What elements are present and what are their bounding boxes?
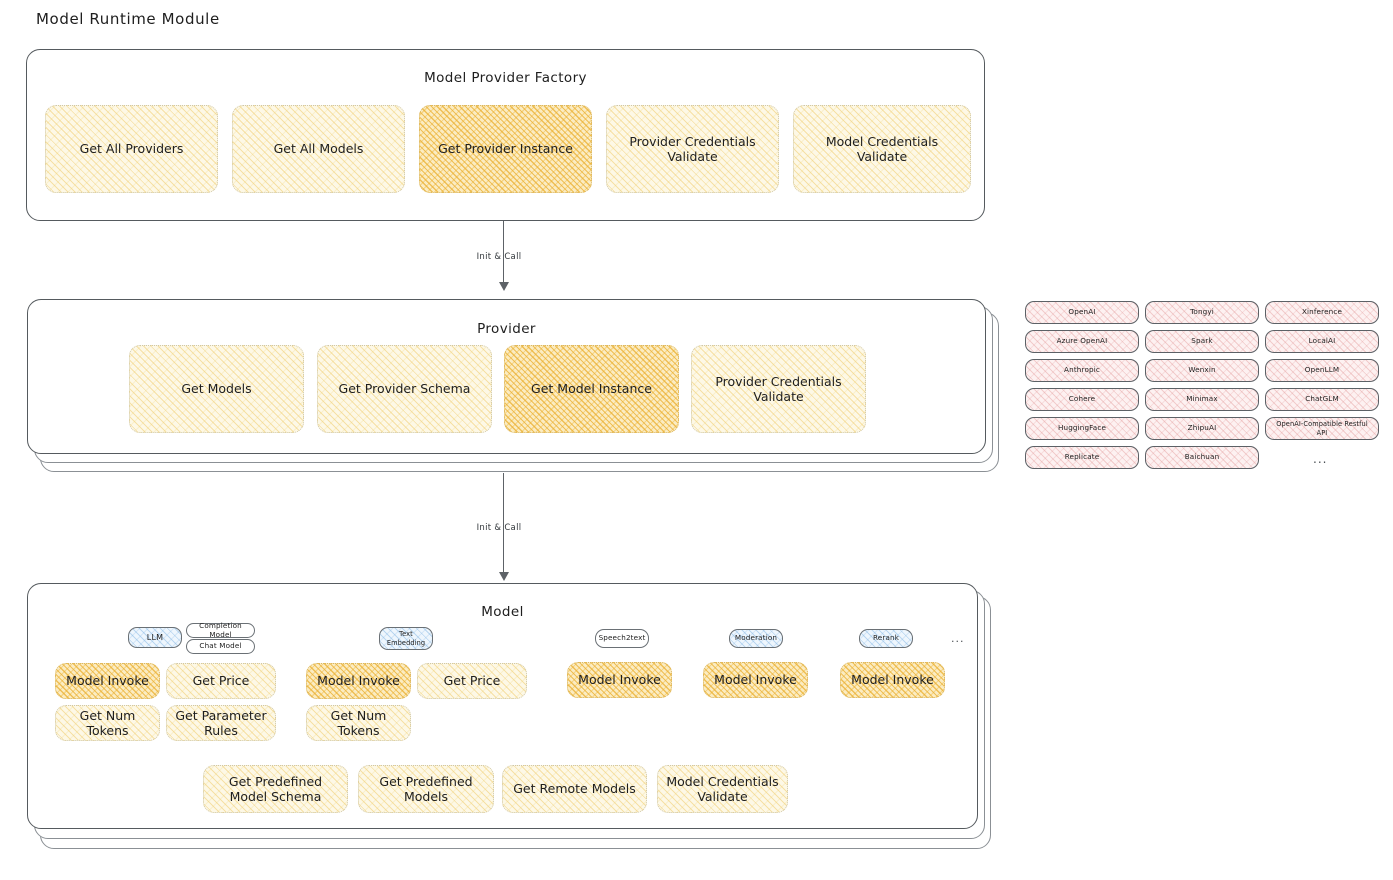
arrow-provider-to-model-head — [499, 572, 509, 581]
provider-title: Provider — [477, 321, 536, 337]
model-type-badge-text-embedding[interactable]: Text Embedding — [379, 627, 433, 650]
arrow-factory-to-provider-line — [503, 221, 505, 284]
model-method-embedding-model-invoke[interactable]: Model Invoke — [306, 663, 411, 699]
model-method-rerank-model-invoke[interactable]: Model Invoke — [840, 662, 945, 698]
provider-box-get-provider-schema[interactable]: Get Provider Schema — [317, 345, 492, 433]
provider-chip-zhipuai[interactable]: ZhipuAI — [1145, 417, 1259, 440]
provider-chip-xinference[interactable]: Xinference — [1265, 301, 1379, 324]
model-shared-model-credentials-validate[interactable]: Model Credentials Validate — [657, 765, 788, 813]
provider-chip-wenxin[interactable]: Wenxin — [1145, 359, 1259, 382]
provider-chip-cohere[interactable]: Cohere — [1025, 388, 1139, 411]
model-method-embedding-get-num-tokens[interactable]: Get Num Tokens — [306, 705, 411, 741]
factory-box-get-all-providers[interactable]: Get All Providers — [45, 105, 218, 193]
model-provider-factory-title: Model Provider Factory — [424, 70, 587, 86]
provider-box-provider-credentials-validate[interactable]: Provider Credentials Validate — [691, 345, 866, 433]
model-method-speech2text-model-invoke[interactable]: Model Invoke — [567, 662, 672, 698]
model-shared-get-predefined-models[interactable]: Get Predefined Models — [358, 765, 494, 813]
model-method-llm-get-num-tokens[interactable]: Get Num Tokens — [55, 705, 160, 741]
arrow-provider-to-model-label: Init & Call — [476, 523, 522, 533]
model-sub-badge-chat-model[interactable]: Chat Model — [186, 639, 255, 654]
model-type-badge-moderation[interactable]: Moderation — [729, 629, 783, 648]
factory-box-get-all-models[interactable]: Get All Models — [232, 105, 405, 193]
provider-chip-openai[interactable]: OpenAI — [1025, 301, 1139, 324]
model-types-more-dots: ... — [951, 632, 965, 645]
provider-chip-openllm[interactable]: OpenLLM — [1265, 359, 1379, 382]
arrow-provider-to-model-line — [503, 473, 505, 578]
factory-box-model-credentials-validate[interactable]: Model Credentials Validate — [793, 105, 971, 193]
provider-chip-spark[interactable]: Spark — [1145, 330, 1259, 353]
arrow-factory-to-provider-head — [499, 282, 509, 291]
provider-chip-azure-openai[interactable]: Azure OpenAI — [1025, 330, 1139, 353]
provider-chip-huggingface[interactable]: HuggingFace — [1025, 417, 1139, 440]
model-sub-badge-completion-model[interactable]: Completion Model — [186, 621, 255, 638]
model-method-llm-model-invoke[interactable]: Model Invoke — [55, 663, 160, 699]
provider-chip-replicate[interactable]: Replicate — [1025, 446, 1139, 469]
model-title: Model — [481, 604, 524, 620]
provider-chip-tongyi[interactable]: Tongyi — [1145, 301, 1259, 324]
model-shared-get-remote-models[interactable]: Get Remote Models — [502, 765, 647, 813]
provider-chip-minimax[interactable]: Minimax — [1145, 388, 1259, 411]
model-shared-get-predefined-model-schema[interactable]: Get Predefined Model Schema — [203, 765, 348, 813]
model-type-badge-speech2text[interactable]: Speech2text — [595, 629, 649, 648]
model-method-llm-get-parameter-rules[interactable]: Get Parameter Rules — [166, 705, 276, 741]
factory-box-provider-credentials-validate[interactable]: Provider Credentials Validate — [606, 105, 779, 193]
arrow-factory-to-provider-label: Init & Call — [476, 252, 522, 262]
provider-chip-anthropic[interactable]: Anthropic — [1025, 359, 1139, 382]
model-method-embedding-get-price[interactable]: Get Price — [417, 663, 527, 699]
provider-box-get-models[interactable]: Get Models — [129, 345, 304, 433]
model-type-badge-llm[interactable]: LLM — [128, 627, 182, 648]
provider-box-get-model-instance[interactable]: Get Model Instance — [504, 345, 679, 433]
factory-box-get-provider-instance[interactable]: Get Provider Instance — [419, 105, 592, 193]
provider-chip-baichuan[interactable]: Baichuan — [1145, 446, 1259, 469]
model-method-llm-get-price[interactable]: Get Price — [166, 663, 276, 699]
page-title: Model Runtime Module — [36, 10, 220, 28]
provider-list-more-dots: ... — [1313, 452, 1328, 466]
model-type-badge-rerank[interactable]: Rerank — [859, 629, 913, 648]
model-method-moderation-model-invoke[interactable]: Model Invoke — [703, 662, 808, 698]
provider-chip-localai[interactable]: LocalAI — [1265, 330, 1379, 353]
provider-chip-chatglm[interactable]: ChatGLM — [1265, 388, 1379, 411]
provider-chip-openai-compatible-restful-api[interactable]: OpenAI-Compatible Restful API — [1265, 417, 1379, 440]
